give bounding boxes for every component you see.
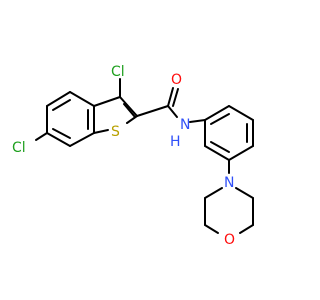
- molecule-canvas: Cl Cl O S N H N O: [12, 64, 254, 248]
- benzene-ring-right: [204, 105, 254, 161]
- sulfur-atom: S: [111, 124, 120, 140]
- structure-diagram: Cl Cl O S N H N O: [12, 64, 254, 248]
- morpholine-nitrogen-atom: N: [224, 175, 234, 191]
- benzene-ring-left: [46, 91, 95, 147]
- amide-group: [136, 87, 206, 123]
- amide-hydrogen-atom: H: [170, 134, 181, 150]
- thiophene-ring: [93, 96, 138, 134]
- morpholine-oxygen-atom: O: [224, 232, 235, 248]
- chlorine-atom-top: Cl: [111, 64, 125, 80]
- amide-nitrogen-atom: N: [180, 117, 190, 133]
- bond-cl-left: [35, 132, 48, 141]
- morpholine-ring: [204, 187, 254, 234]
- oxygen-atom-carbonyl: O: [171, 72, 182, 88]
- chlorine-atom-left: Cl: [12, 140, 26, 156]
